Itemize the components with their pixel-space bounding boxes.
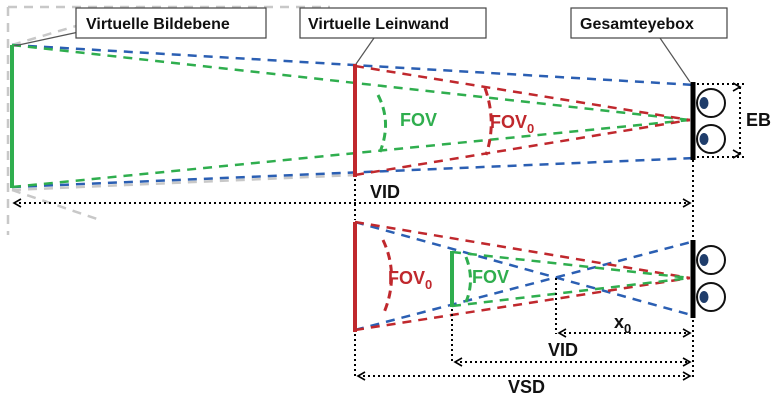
fov-label-top: FOV	[400, 110, 437, 130]
label-total-eyebox: Gesamteyebox	[580, 16, 694, 33]
green-lower-ray	[11, 118, 691, 189]
bottom-diagram: FOV0 FOV x0 VID VSD	[353, 160, 726, 397]
label-virtual-image-plane: Virtuelle Bildebene	[86, 16, 230, 33]
x0-label: x0	[614, 312, 631, 336]
vid-top-label: VID	[370, 182, 400, 202]
top-diagram: EB VID FOV FOV0	[6, 5, 771, 235]
eye-icon	[696, 245, 726, 275]
red-upper-ray	[354, 64, 691, 122]
green-fov-arc	[376, 94, 387, 153]
eye-icon	[696, 88, 726, 118]
eb-label: EB	[746, 110, 771, 130]
blue-cross-ray-down	[354, 220, 696, 318]
eye-icon	[696, 282, 726, 312]
green-upper-ray	[11, 43, 691, 122]
red-fov0-arc	[483, 87, 493, 156]
label-virtual-screen: Virtuelle Leinwand	[308, 16, 449, 33]
fov-label-bottom: FOV	[472, 267, 509, 287]
callout-total-eyebox: Gesamteyebox	[570, 7, 728, 83]
red-upper-ray-bottom	[354, 220, 691, 280]
eye-icon	[696, 124, 726, 154]
green-lower-ray-bottom	[451, 276, 691, 308]
blue-cross-ray-up	[354, 239, 696, 332]
red-lower-ray	[354, 118, 691, 177]
callout-virtual-image-plane: Virtuelle Bildebene	[13, 7, 267, 47]
fov0-label-top: FOV0	[490, 112, 534, 136]
callout-virtual-screen: Virtuelle Leinwand	[299, 7, 487, 65]
vsd-label: VSD	[508, 377, 545, 397]
green-upper-ray-bottom	[451, 250, 691, 280]
green-fov-arc-bottom	[464, 256, 472, 303]
fov0-label-bottom: FOV0	[388, 268, 432, 292]
gray-frustum-bottom	[11, 188, 101, 222]
vid-bottom-label: VID	[548, 340, 578, 360]
red-fov0-arc-bottom	[381, 239, 393, 316]
red-lower-ray-bottom	[354, 276, 691, 332]
